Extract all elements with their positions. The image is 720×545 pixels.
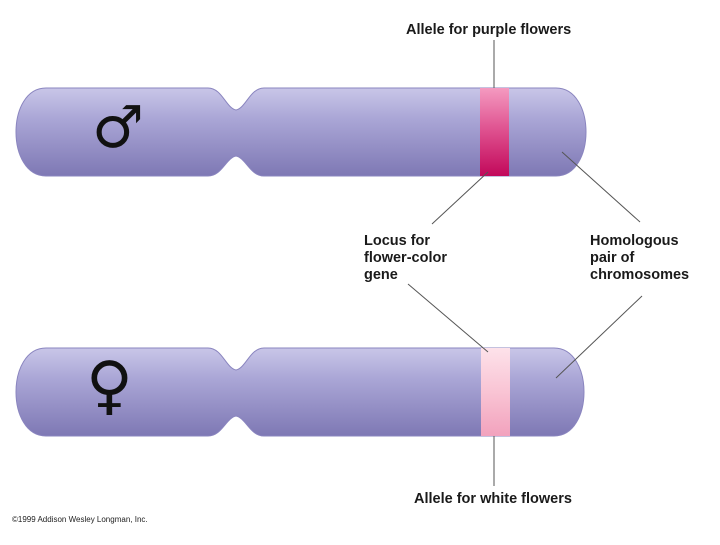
chromosome-female-body bbox=[15, 347, 585, 437]
label-locus-line-2: flower-color bbox=[364, 250, 447, 266]
leader-homologous-bottom bbox=[555, 295, 643, 379]
female-symbol-icon: ♀ bbox=[86, 349, 133, 423]
leader-locus-bottom bbox=[407, 283, 489, 353]
copyright-notice: ©1999 Addison Wesley Longman, Inc. bbox=[12, 515, 148, 524]
label-homologous-pair: Homologous pair of chromosomes bbox=[590, 233, 689, 284]
label-homologous-line-2: pair of bbox=[590, 250, 635, 266]
label-locus-line-3: gene bbox=[364, 267, 398, 283]
chromosome-male bbox=[15, 87, 587, 177]
male-symbol-icon: ♂ bbox=[92, 93, 144, 161]
label-homologous-line-3: chromosomes bbox=[590, 267, 690, 283]
label-locus-line-1: Locus for bbox=[364, 233, 431, 249]
purple-allele-band bbox=[480, 88, 509, 176]
leader-homologous-top bbox=[561, 151, 641, 223]
label-purple-allele: Allele for purple flowers bbox=[406, 22, 572, 38]
chromosome-female bbox=[15, 347, 585, 437]
label-homologous-line-1: Homologous bbox=[590, 233, 679, 249]
leader-locus-top bbox=[431, 171, 489, 225]
chromosome-male-body bbox=[15, 87, 587, 177]
label-white-allele: Allele for white flowers bbox=[414, 491, 572, 507]
white-allele-band bbox=[481, 348, 510, 436]
label-locus: Locus for flower-color gene bbox=[364, 233, 447, 284]
